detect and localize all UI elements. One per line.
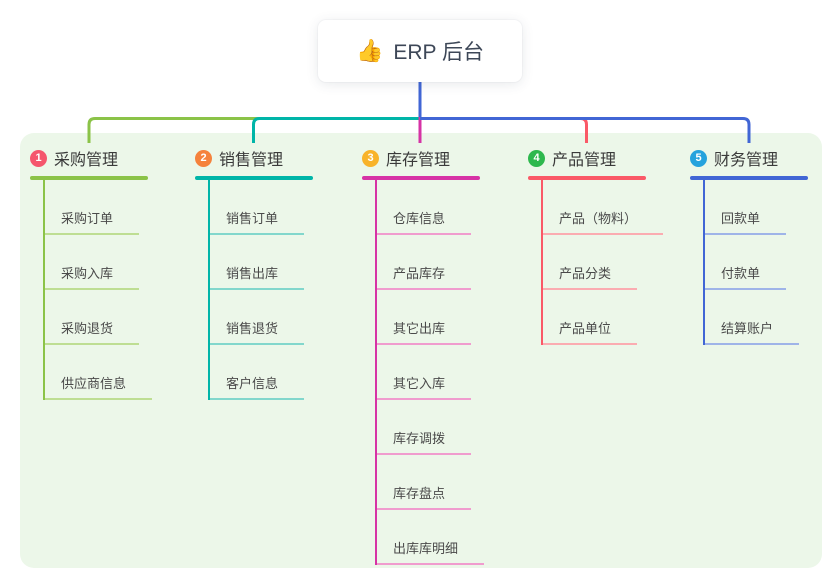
branch-underline (195, 176, 313, 180)
branch-number-badge: 5 (690, 149, 707, 167)
child-node-label: 采购退货 (45, 318, 140, 345)
child-node-label: 仓库信息 (377, 208, 472, 235)
branch-column: 3 库存管理 仓库信息 产品库存 其它出库 其它入库 库存调拨 库存盘点 出库库… (362, 146, 485, 565)
child-node[interactable]: 其它入库 (377, 345, 480, 400)
child-node-label: 付款单 (705, 263, 787, 290)
child-node-label: 出库库明细 (377, 538, 485, 565)
branch-column: 4 产品管理 产品（物料） 产品分类 产品单位 (528, 146, 664, 345)
child-node-label: 回款单 (705, 208, 787, 235)
child-node-label: 采购订单 (45, 208, 140, 235)
branch-number-badge: 1 (30, 149, 47, 167)
branch-column: 2 销售管理 销售订单 销售出库 销售退货 客户信息 (195, 146, 313, 400)
branch-title-label: 财务管理 (714, 152, 779, 169)
child-node[interactable]: 库存调拨 (377, 400, 480, 455)
branch-number-badge: 4 (528, 149, 545, 167)
branch-title-label: 采购管理 (54, 152, 119, 169)
child-node[interactable]: 回款单 (705, 180, 808, 235)
child-node[interactable]: 供应商信息 (45, 345, 153, 400)
branch-column: 5 财务管理 回款单 付款单 结算账户 (690, 146, 808, 345)
child-node-label: 客户信息 (210, 373, 305, 400)
child-node[interactable]: 产品单位 (543, 290, 646, 345)
child-node[interactable]: 销售订单 (210, 180, 313, 235)
child-node[interactable]: 产品（物料） (543, 180, 664, 235)
child-node-label: 产品单位 (543, 318, 638, 345)
child-node[interactable]: 仓库信息 (377, 180, 480, 235)
branch-children-list: 采购订单 采购入库 采购退货 供应商信息 (43, 180, 153, 400)
child-node[interactable]: 库存盘点 (377, 455, 480, 510)
child-node[interactable]: 其它出库 (377, 290, 480, 345)
child-node-label: 销售退货 (210, 318, 305, 345)
child-node-label: 其它入库 (377, 373, 472, 400)
thumbs-up-icon: 👍 (355, 38, 384, 63)
branch-children-list: 回款单 付款单 结算账户 (703, 180, 808, 345)
child-node[interactable]: 付款单 (705, 235, 808, 290)
child-node-label: 其它出库 (377, 318, 472, 345)
child-node-label: 产品分类 (543, 263, 638, 290)
branch-title[interactable]: 5 财务管理 (690, 146, 808, 170)
child-node[interactable]: 采购订单 (45, 180, 148, 235)
branch-number-badge: 2 (195, 149, 212, 167)
child-node-label: 库存盘点 (377, 483, 472, 510)
branch-underline (690, 176, 808, 180)
child-node[interactable]: 销售出库 (210, 235, 313, 290)
child-node[interactable]: 产品库存 (377, 235, 480, 290)
branch-column: 1 采购管理 采购订单 采购入库 采购退货 供应商信息 (30, 146, 153, 400)
branch-title-label: 库存管理 (386, 152, 451, 169)
child-node-label: 销售出库 (210, 263, 305, 290)
child-node-label: 采购入库 (45, 263, 140, 290)
branch-children-list: 产品（物料） 产品分类 产品单位 (541, 180, 664, 345)
branch-children-list: 仓库信息 产品库存 其它出库 其它入库 库存调拨 库存盘点 出库库明细 (375, 180, 485, 565)
branch-title-label: 产品管理 (552, 152, 617, 169)
child-node-label: 供应商信息 (45, 373, 153, 400)
child-node-label: 产品（物料） (543, 208, 664, 235)
root-node[interactable]: 👍 ERP 后台 (318, 20, 522, 82)
child-node[interactable]: 采购退货 (45, 290, 148, 345)
branch-title-label: 销售管理 (219, 152, 284, 169)
child-node-label: 库存调拨 (377, 428, 472, 455)
branch-underline (30, 176, 148, 180)
branch-underline (528, 176, 646, 180)
child-node-label: 结算账户 (705, 318, 800, 345)
mindmap-background-panel (20, 133, 822, 568)
child-node[interactable]: 结算账户 (705, 290, 808, 345)
branch-underline (362, 176, 480, 180)
child-node[interactable]: 产品分类 (543, 235, 646, 290)
branch-title[interactable]: 2 销售管理 (195, 146, 313, 170)
branch-title[interactable]: 4 产品管理 (528, 146, 646, 170)
branch-title[interactable]: 1 采购管理 (30, 146, 148, 170)
root-node-label: ERP 后台 (393, 41, 485, 64)
child-node[interactable]: 采购入库 (45, 235, 148, 290)
child-node-label: 销售订单 (210, 208, 305, 235)
child-node[interactable]: 客户信息 (210, 345, 313, 400)
child-node-label: 产品库存 (377, 263, 472, 290)
child-node[interactable]: 销售退货 (210, 290, 313, 345)
branch-title[interactable]: 3 库存管理 (362, 146, 480, 170)
child-node[interactable]: 出库库明细 (377, 510, 485, 565)
branch-children-list: 销售订单 销售出库 销售退货 客户信息 (208, 180, 313, 400)
branch-number-badge: 3 (362, 149, 379, 167)
